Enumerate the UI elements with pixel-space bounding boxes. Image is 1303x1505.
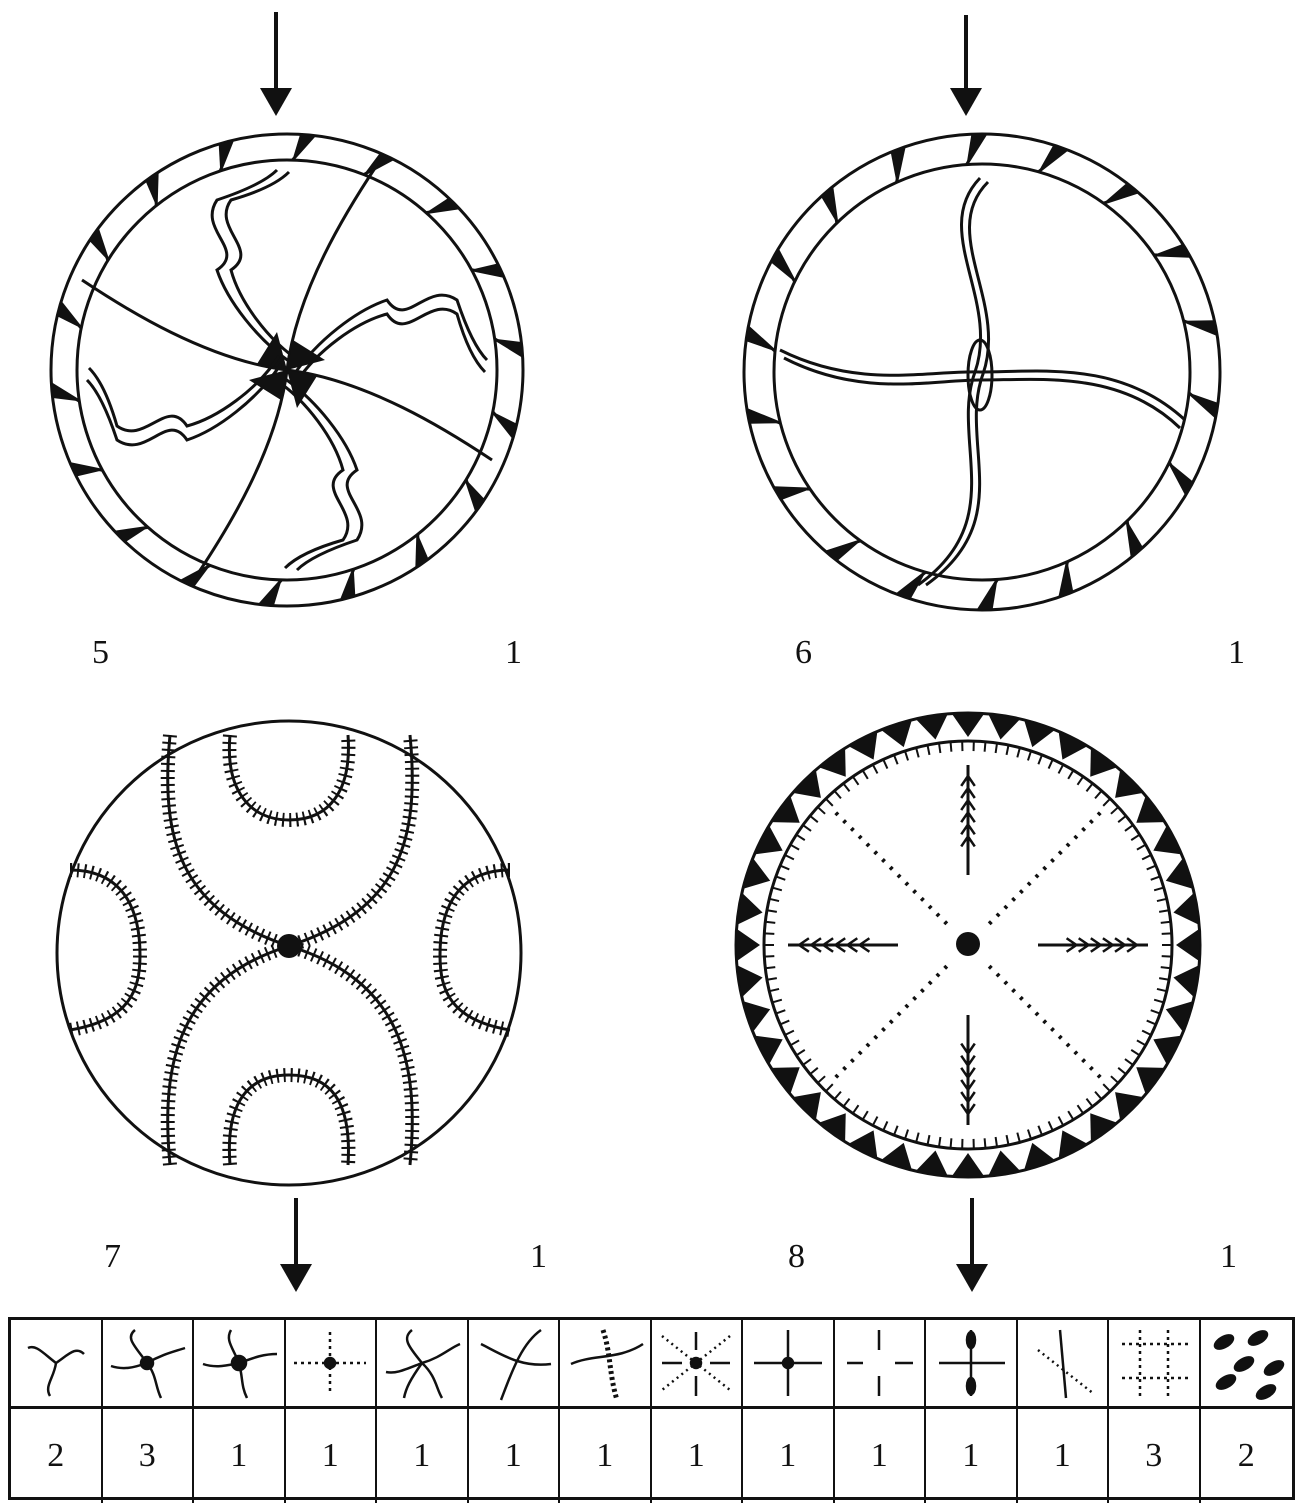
figure-5-medallion <box>51 12 523 606</box>
figure-6-medallion <box>744 15 1220 610</box>
figure-7-number: 7 <box>104 1240 121 1274</box>
feathered-cross-icon <box>194 1320 286 1406</box>
motif-count-cell: 1 <box>560 1406 652 1503</box>
branch-icon <box>1018 1320 1110 1406</box>
dotted-grid-icon <box>1109 1320 1201 1406</box>
figure-8-medallion <box>736 713 1200 1292</box>
curved-cross-icon <box>469 1320 561 1406</box>
motif-count-cell: 3 <box>1109 1406 1201 1503</box>
motif-count-cell: 2 <box>1201 1406 1293 1503</box>
motif-count-cell: 1 <box>1018 1406 1110 1503</box>
figure-7-medallion <box>57 721 521 1292</box>
dotted-cross-icon <box>286 1320 378 1406</box>
figure-8-count: 1 <box>1220 1240 1237 1274</box>
figure-6-number: 6 <box>795 636 812 670</box>
figure-panel <box>0 0 1303 1310</box>
arrow-down-icon <box>260 88 292 116</box>
motif-count-cell: 1 <box>743 1406 835 1503</box>
motif-count-cell: 3 <box>103 1406 195 1503</box>
arrow-down-icon <box>950 88 982 116</box>
figure-6-count: 1 <box>1228 636 1245 670</box>
fir-cross-icon <box>743 1320 835 1406</box>
hatched-arc-cross-icon <box>560 1320 652 1406</box>
motif-count-cell: 1 <box>835 1406 927 1503</box>
figure-8-number: 8 <box>788 1240 805 1274</box>
leaf-cross-icon <box>926 1320 1018 1406</box>
feathered-whirl-icon <box>103 1320 195 1406</box>
motif-count-cell: 1 <box>926 1406 1018 1503</box>
arrow-down-icon <box>280 1264 312 1292</box>
figure-5-number: 5 <box>92 636 109 670</box>
figure-7-count: 1 <box>530 1240 547 1274</box>
leaf-scatter-icon <box>1201 1320 1293 1406</box>
motif-count-cell: 1 <box>286 1406 378 1503</box>
motif-count-cell: 1 <box>194 1406 286 1503</box>
radial-fir-icon <box>652 1320 744 1406</box>
arrow-down-icon <box>956 1264 988 1292</box>
multi-line-whirl-icon <box>377 1320 469 1406</box>
motif-count-cell: 1 <box>377 1406 469 1503</box>
motif-count-cell: 1 <box>469 1406 561 1503</box>
figure-5-count: 1 <box>505 636 522 670</box>
three-arm-whirl-icon <box>11 1320 103 1406</box>
motif-count-cell: 2 <box>11 1406 103 1503</box>
arrow-cross-icon <box>835 1320 927 1406</box>
motif-count-cell: 1 <box>652 1406 744 1503</box>
